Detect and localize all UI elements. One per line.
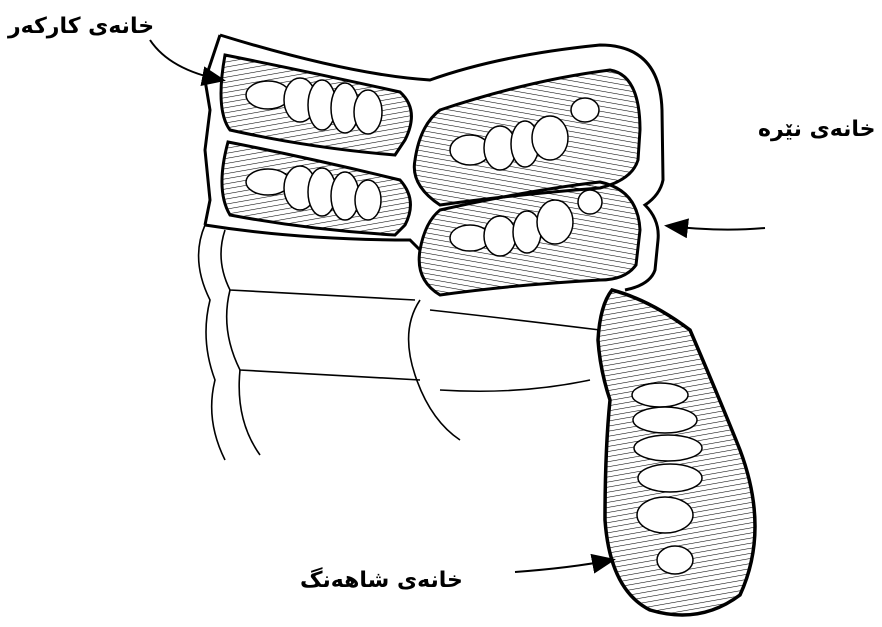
worker-cell-label: خانەی کارکەر [8, 14, 154, 39]
queen-cell-label: خانەی شاهەنگ [300, 568, 463, 593]
drone-cell-arrow [668, 226, 765, 230]
worker-cell-top [221, 55, 411, 155]
worker-cell-bottom [222, 142, 410, 235]
queen-cell-arrow [515, 560, 612, 572]
queen-cell [598, 290, 755, 615]
drone-cell-label: خانەی نێرە [758, 117, 875, 142]
